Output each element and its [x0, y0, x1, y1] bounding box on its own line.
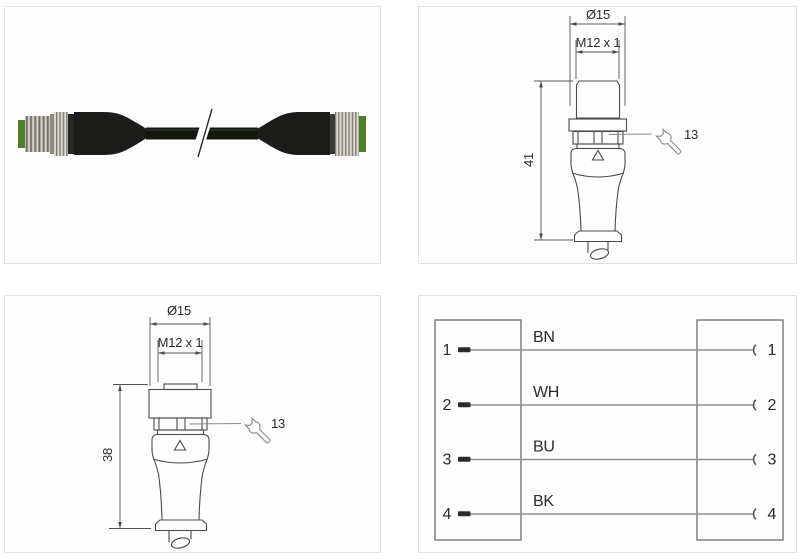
panel-female-connector-drawing: Ø15 M12 x 1	[4, 295, 381, 553]
male-connector-photo	[18, 112, 146, 156]
pin-contact	[458, 456, 471, 462]
left-pin-number: 2	[443, 397, 452, 414]
left-pin-number: 3	[443, 452, 452, 469]
female-knurl-nut	[148, 388, 212, 419]
female-diameter-dimension: Ø15	[149, 303, 211, 386]
female-orientation-triangle	[173, 439, 187, 451]
panel-wiring-diagram: 1 BN 1 2 WH 2 3 BU	[418, 295, 797, 553]
wire-row-3: 3 BU 3	[443, 439, 777, 469]
male-thread-label: M12 x 1	[576, 35, 621, 50]
socket-contact	[752, 508, 757, 520]
wrench-icon	[654, 127, 682, 155]
male-length-label: 41	[521, 153, 536, 167]
pin-contact	[458, 347, 471, 353]
male-cable-stub	[589, 248, 610, 260]
female-connector-photo	[258, 112, 366, 156]
female-cable-stub	[170, 537, 191, 549]
male-flange	[573, 230, 623, 243]
socket-contact	[752, 453, 757, 466]
panel-product-photo	[4, 6, 381, 264]
male-wrench-callout: 13	[608, 127, 698, 155]
female-length-label: 38	[100, 448, 115, 462]
male-connector-drawing: Ø15 M12 x 1	[521, 7, 698, 260]
female-thread-label: M12 x 1	[158, 335, 203, 350]
right-pin-number: 1	[768, 342, 777, 359]
wiring-right-connector-box	[696, 319, 784, 541]
male-diameter-label: Ø15	[586, 7, 610, 22]
wire-row-2: 2 WH 2	[443, 384, 777, 414]
left-pin-number: 1	[443, 342, 452, 359]
male-body	[570, 147, 626, 232]
female-connector-outline	[148, 383, 212, 549]
female-wrench-callout: 13	[188, 416, 285, 444]
socket-contact	[752, 344, 757, 356]
cable-break-symbol	[191, 108, 215, 158]
female-length-dimension: 38	[100, 384, 151, 529]
male-orientation-triangle	[591, 149, 605, 161]
wire-row-4: 4 BK 4	[443, 493, 777, 523]
wiring-diagram: 1 BN 1 2 WH 2 3 BU	[434, 319, 784, 541]
male-wrench-size-label: 13	[684, 127, 698, 142]
wiring-left-connector-box	[434, 319, 522, 541]
male-knurl-ring	[568, 118, 628, 132]
male-connector-outline	[568, 80, 628, 260]
male-thread-section	[575, 80, 621, 119]
pin-contact	[458, 511, 471, 517]
product-photo	[18, 108, 366, 158]
panel-male-connector-drawing: Ø15 M12 x 1	[418, 6, 797, 264]
right-pin-number: 2	[768, 397, 777, 414]
female-diameter-label: Ø15	[167, 303, 191, 318]
female-top-cap	[163, 383, 198, 391]
male-hex-nut	[572, 130, 624, 145]
wire-color-label: BK	[533, 493, 554, 510]
male-diameter-dimension: Ø15	[569, 7, 626, 106]
male-thread-dimension: M12 x 1	[575, 35, 621, 79]
female-wrench-size-label: 13	[271, 416, 285, 431]
left-pin-number: 4	[443, 506, 452, 523]
right-pin-number: 3	[768, 452, 777, 469]
female-connector-drawing: Ø15 M12 x 1	[100, 303, 285, 549]
wire-color-label: WH	[533, 384, 559, 401]
right-pin-number: 4	[768, 506, 777, 523]
female-body	[151, 433, 210, 521]
wire-color-label: BN	[533, 329, 555, 346]
wire-row-1: 1 BN 1	[443, 329, 777, 359]
pin-contact	[458, 402, 471, 408]
socket-contact	[752, 399, 757, 411]
wire-color-label: BU	[533, 439, 555, 456]
female-flange	[154, 519, 208, 532]
female-thread-dimension: M12 x 1	[157, 335, 203, 382]
wrench-icon	[243, 416, 271, 444]
male-length-dimension: 41	[521, 80, 573, 241]
